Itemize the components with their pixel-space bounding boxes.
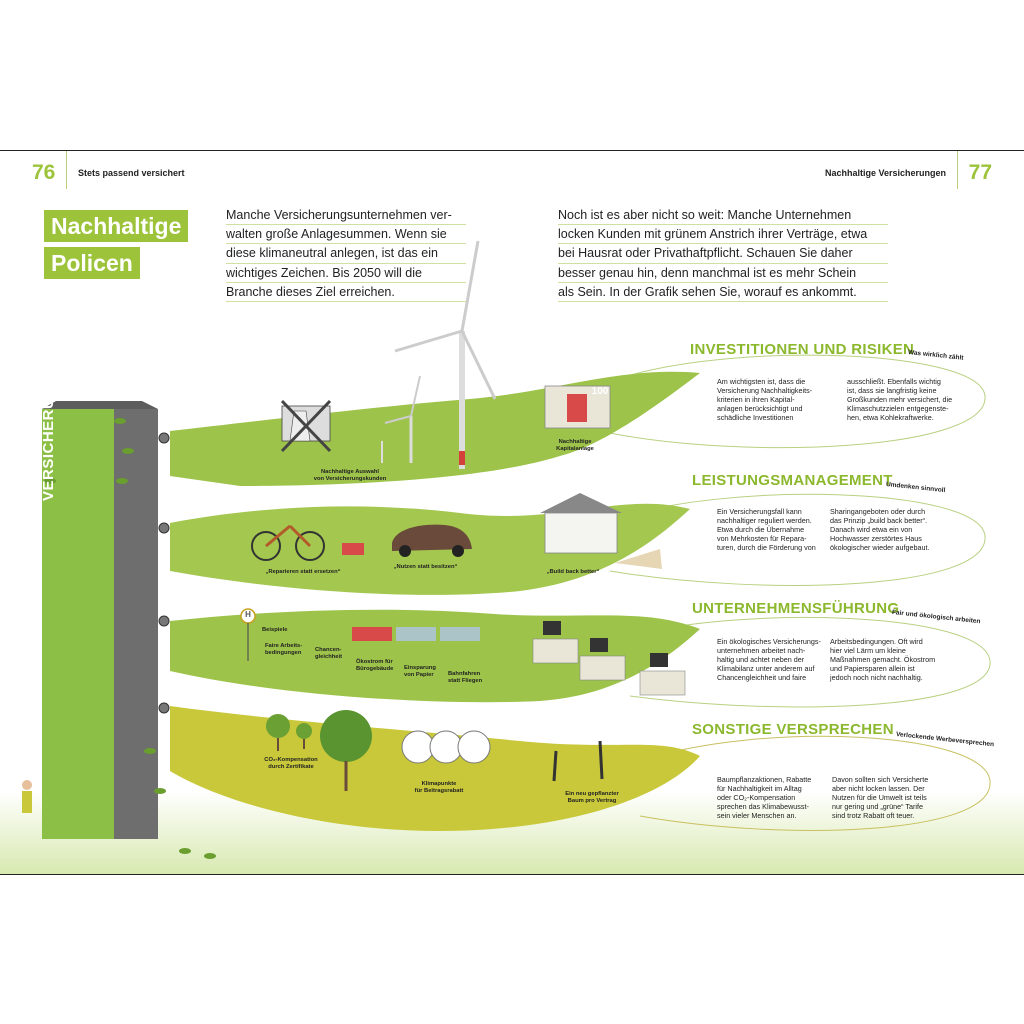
banknote-value: 100 xyxy=(591,386,609,397)
divider xyxy=(66,151,67,189)
left-page-number: 76 xyxy=(32,161,56,184)
caption: Beispiele xyxy=(262,627,288,633)
caption: Faire Arbeits-bedingungen xyxy=(265,643,303,656)
bus-stop-sign: H xyxy=(245,610,251,619)
tower-side xyxy=(114,409,158,839)
left-running-head: Stets passend versichert xyxy=(78,168,185,178)
section-title-unternehmensfuehrung: UNTERNEHMENSFÜHRUNG xyxy=(692,600,900,617)
climate-points-badges xyxy=(401,730,491,764)
book-spread: 76 Stets passend versichert Nachhaltige … xyxy=(0,150,1024,875)
right-page-number: 77 xyxy=(968,161,992,184)
section-title-leistungsmanagement: LEISTUNGSMANAGEMENT xyxy=(692,472,893,489)
caption: „Nutzen statt besitzen“ xyxy=(393,564,458,570)
caption: „Reparieren statt ersetzen“ xyxy=(265,569,341,575)
divider xyxy=(957,151,958,189)
bubble-outline-1 xyxy=(599,354,986,449)
bubble-outline-3 xyxy=(629,617,991,708)
band-unternehmen xyxy=(170,609,700,703)
tower-label: VERSICHERUNG xyxy=(40,374,57,501)
page-title-line-2: Policen xyxy=(44,247,140,279)
bubble-outline-2 xyxy=(609,493,986,586)
infographic-illustration xyxy=(0,240,1024,874)
right-running-head: Nachhaltige Versicherungen xyxy=(824,168,946,178)
intro-right: Noch ist es aber nicht so weit: Manche U… xyxy=(558,206,888,303)
caption: „Build back better“ xyxy=(546,569,600,575)
band-investitionen xyxy=(170,371,700,486)
solar-panels xyxy=(352,627,480,641)
caption: Chancen-gleichheit xyxy=(315,647,343,660)
intro-left: Manche Versicherungsunternehmen ver- wal… xyxy=(226,206,466,303)
section-title-sonstige: SONSTIGE VERSPRECHEN xyxy=(692,721,894,738)
page-title-line-1: Nachhaltige xyxy=(44,210,189,242)
bubble-outline-4 xyxy=(639,735,991,831)
section-text-col1: Ein ökologisches Versicherungs-unternehm… xyxy=(717,637,821,682)
section-title-investitionen: INVESTITIONEN UND RISIKEN xyxy=(690,341,915,358)
